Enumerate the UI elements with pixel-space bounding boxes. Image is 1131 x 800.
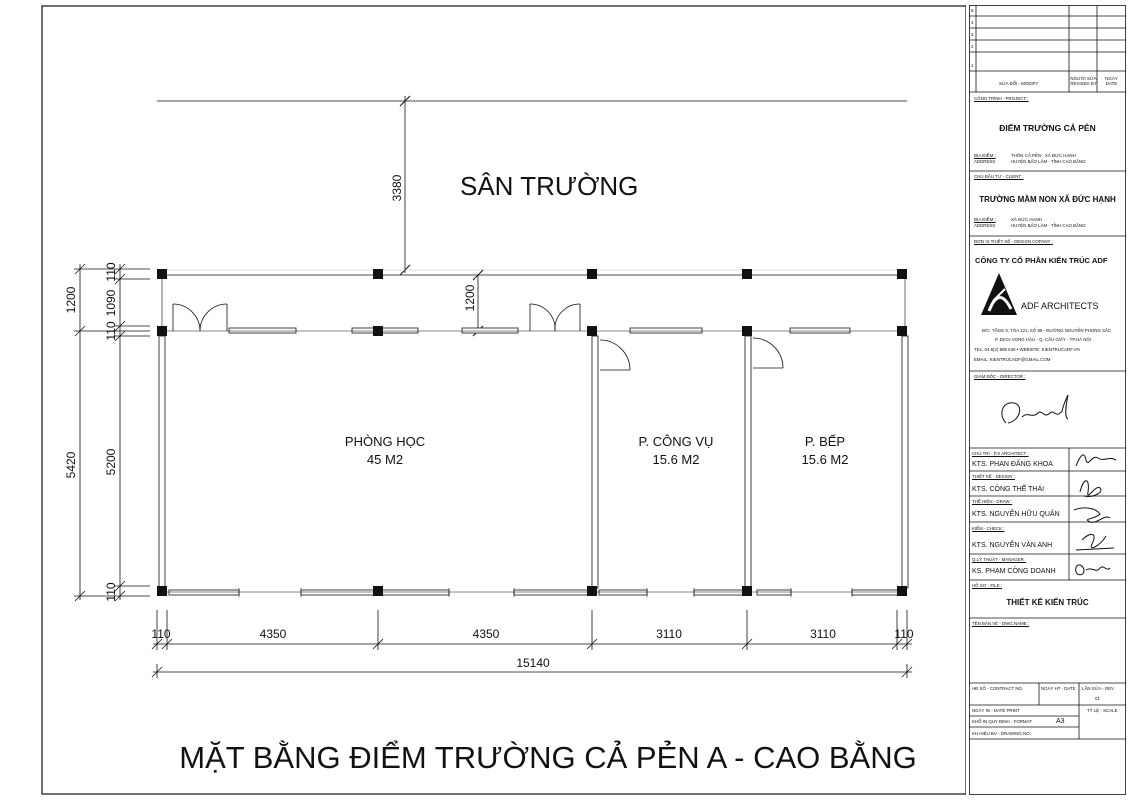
client-label: CHỦ ĐẦU TƯ - CLIENT : <box>974 174 1024 179</box>
print-date-label: NGÀY IN - DATE PRINT <box>972 708 1020 713</box>
dim-left-inner-3: 110 <box>104 321 118 340</box>
client-address-label: ĐỊA ĐIỂM : <box>974 217 996 222</box>
role-check: KIỂM - CHECK : <box>972 526 1005 531</box>
person-design: KTS. CÔNG THẾ THÁI <box>972 486 1045 493</box>
rev-date-label: NGÀY DATE <box>1105 76 1118 86</box>
role-ps-architect: CHỦ TRÌ - P.S ARCHITECT : <box>972 451 1029 456</box>
back-wall <box>168 589 901 596</box>
company-logo <box>981 273 1017 315</box>
file-label: HỒ SƠ - FILE : <box>972 583 1003 588</box>
drawing-no-label: KH HIỆU BV - DRAWING.NO. <box>972 731 1031 736</box>
drawing-title: MẶT BẰNG ĐIỂM TRƯỜNG CẢ PẺN A - CAO BẰNG <box>179 740 916 775</box>
date-label: NGÀY HT - DATE <box>1041 686 1076 691</box>
scale-label: TỶ LỆ - SCALE <box>1087 708 1118 713</box>
dim-lines-bottom <box>151 610 913 678</box>
client-address-label-en: ADDRESS <box>974 223 996 228</box>
people-signatures <box>1073 454 1117 576</box>
client-name: TRƯỜNG MẦM NON XÃ ĐỨC HẠNH <box>979 195 1116 204</box>
side-walls <box>158 335 909 589</box>
rev-row-4: 4 <box>971 20 974 25</box>
dim-lines-left <box>74 263 150 602</box>
rev-row-2: 2 <box>971 44 974 49</box>
dim-total: 15140 <box>516 656 550 670</box>
dim-bottom-2: 4350 <box>260 627 287 641</box>
front-wall <box>228 327 851 334</box>
room-staff-area: 15.6 M2 <box>653 452 700 467</box>
dim-left-outer-2: 5420 <box>64 451 78 478</box>
person-manager: KS. PHẠM CÔNG DOANH <box>972 568 1056 575</box>
company-address-2: P. DỊCH VỌNG HẬU - Q. CẦU GIẤY - TP.HÀ N… <box>995 337 1092 342</box>
room-kitchen-area: 15.6 M2 <box>802 452 849 467</box>
company-email: EMAIL: KIENTRUCADF@GMAIL.COM <box>974 357 1051 362</box>
person-ps-architect: KTS. PHAN ĐĂNG KHOA <box>972 461 1053 468</box>
dim-left-inner-1: 110 <box>104 262 118 281</box>
role-design: THIẾT KẾ - DESIGN : <box>972 474 1015 479</box>
role-draw: THỂ HIỆN - DRAW : <box>972 499 1013 504</box>
dim-left-inner-5: 110 <box>104 582 118 601</box>
rev-row-5: 5 <box>971 8 974 13</box>
person-draw: KTS. NGUYỄN HỮU QUÂN <box>972 511 1060 518</box>
contract-label: HĐ SỐ - CONTRACT NO. <box>972 686 1024 691</box>
dim-bottom-4: 3110 <box>656 627 682 641</box>
columns <box>157 269 907 596</box>
dim-yard: 3380 <box>390 174 404 201</box>
project-label: CÔNG TRÌNH - PROJECT : <box>974 96 1029 101</box>
dim-left-outer-1: 1200 <box>64 286 78 313</box>
company-name: CÔNG TY CỔ PHẦN KIẾN TRÚC ADF <box>975 256 1108 265</box>
sheet-border <box>41 5 966 795</box>
project-address-1: THÔN CẢ PẺN - XÃ ĐỨC HẠNH <box>1011 153 1076 158</box>
room-classroom-name: PHÒNG HỌC <box>345 434 425 449</box>
project-address-label: ĐỊA ĐIỂM : <box>974 153 996 158</box>
title-block: 5 4 3 2 1 SỬA ĐỔI - MODIFY NGƯỜI SỬA REV… <box>969 5 1126 795</box>
project-address-label-en: ADDRESS <box>974 159 996 164</box>
project-address-2: HUYỆN BẢO LÂM - TỈNH CAO BẰNG <box>1011 159 1086 164</box>
door-staff-room <box>599 339 631 371</box>
dim-bottom-1: 110 <box>151 627 170 641</box>
room-kitchen-name: P. BẾP <box>805 434 845 449</box>
title-block-frame <box>969 5 1126 795</box>
director-signature <box>1001 394 1069 424</box>
rev-modify-label: SỬA ĐỔI - MODIFY <box>999 81 1039 86</box>
room-staff-name: P. CÔNG VỤ <box>639 434 714 449</box>
door-classroom-2 <box>529 303 581 332</box>
dim-bottom-5: 3110 <box>810 627 836 641</box>
dim-bottom-6: 110 <box>894 627 913 641</box>
rev-row-3: 3 <box>971 32 974 37</box>
door-classroom <box>172 303 228 332</box>
company-contact: TEL: 04.6(2) 989 639 • WEBSITE: KIENTRUC… <box>974 347 1080 352</box>
dim-left-inner-4: 5200 <box>104 448 118 475</box>
company-logo-text: ADF ARCHITECTS <box>1021 301 1099 311</box>
dim-corridor: 1200 <box>463 284 477 311</box>
person-check: KTS. NGUYỄN VĂN ANH <box>972 542 1053 549</box>
project-name: ĐIỂM TRƯỜNG CẢ PẺN <box>999 123 1096 133</box>
role-manager: Q.LÝ THUẬT - MANAGER : <box>972 557 1027 562</box>
back-windows <box>238 588 853 597</box>
yard-label: SÂN TRƯỜNG <box>460 171 638 201</box>
rev-value: 01 <box>1095 696 1100 701</box>
rev-row-1: 1 <box>971 63 974 68</box>
room-classroom-area: 45 M2 <box>367 452 403 467</box>
dim-left-inner-2: 1090 <box>104 289 118 316</box>
file-name: THIẾT KẾ KIẾN TRÚC <box>1006 598 1089 607</box>
format-value: A3 <box>1056 718 1065 725</box>
dim-bottom-3: 4350 <box>473 627 500 641</box>
format-label: KHỔ IN QUY ĐỊNH - FORMAT <box>972 719 1032 724</box>
dwg-name-label: TÊN BẢN VẼ - DWG.NAME : <box>972 621 1030 626</box>
client-address-1: XÃ ĐỨC HẠNH <box>1011 217 1042 222</box>
rev-revised-by-label: NGƯỜI SỬA REVISED BY <box>1070 76 1097 86</box>
design-company-label: ĐƠN VỊ THIẾT KẾ - DESIGN COPANY : <box>974 239 1053 244</box>
door-kitchen <box>752 337 784 369</box>
director-label: GIÁM ĐỐC - DIRECTOR : <box>974 374 1026 379</box>
rev-label: LẦN SỬA - REV <box>1082 686 1115 691</box>
company-address-1: Đ/C: TẦNG 5, TÒA 121, SỐ 85 - ĐƯỜNG NGUY… <box>982 328 1112 333</box>
client-address-2: HUYỆN BẢO LÂM - TỈNH CAO BẰNG <box>1011 223 1086 228</box>
floor-plan: 3380 SÂN TRƯỜNG 1200 <box>41 5 966 795</box>
